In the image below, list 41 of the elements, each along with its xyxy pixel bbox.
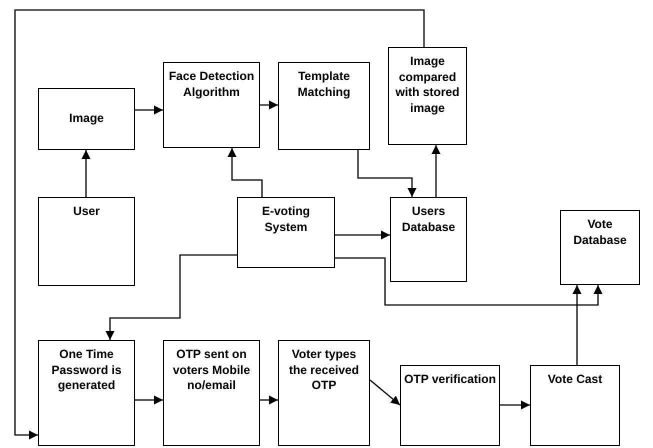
arrow	[335, 257, 603, 306]
process-box	[278, 62, 370, 150]
process-box	[237, 197, 335, 268]
box-label: Vote Database	[572, 217, 628, 248]
process-box	[530, 365, 620, 446]
box-label: Template Matching	[296, 69, 352, 100]
box-label: Users Database	[400, 204, 456, 236]
arrow	[370, 380, 400, 406]
arrow	[227, 148, 263, 197]
box-label: One Time Password is generated	[50, 347, 123, 394]
process-box	[163, 340, 260, 446]
process-box	[38, 197, 135, 286]
box-label: Image compared with stored image	[394, 54, 460, 116]
box-label: Voter types the received OTP	[288, 347, 360, 394]
process-box	[560, 210, 640, 285]
arrow	[260, 100, 278, 110]
arrow	[14, 9, 425, 440]
arrow	[260, 395, 278, 405]
box-label: OTP sent on voters Mobile no/email	[172, 347, 252, 394]
arrow	[357, 150, 417, 197]
process-box	[388, 47, 467, 145]
box-label: Image	[69, 111, 104, 127]
box-label: E-voting System	[261, 204, 311, 236]
box-label: User	[73, 204, 100, 220]
process-box	[38, 340, 135, 446]
process-box	[400, 365, 500, 446]
process-box	[390, 197, 467, 282]
process-box	[38, 88, 135, 150]
arrow	[135, 105, 163, 115]
box-label: Face Detection Algorithm	[168, 69, 256, 100]
arrow	[500, 400, 530, 410]
arrow	[135, 395, 163, 405]
box-label: OTP verification	[404, 372, 496, 388]
arrow	[81, 150, 91, 197]
process-box	[278, 340, 370, 446]
box-label: Vote Cast	[548, 372, 602, 388]
process-box	[163, 62, 260, 148]
arrow	[335, 230, 390, 240]
arrow	[105, 254, 237, 340]
arrow	[572, 285, 582, 365]
arrow	[431, 145, 441, 197]
